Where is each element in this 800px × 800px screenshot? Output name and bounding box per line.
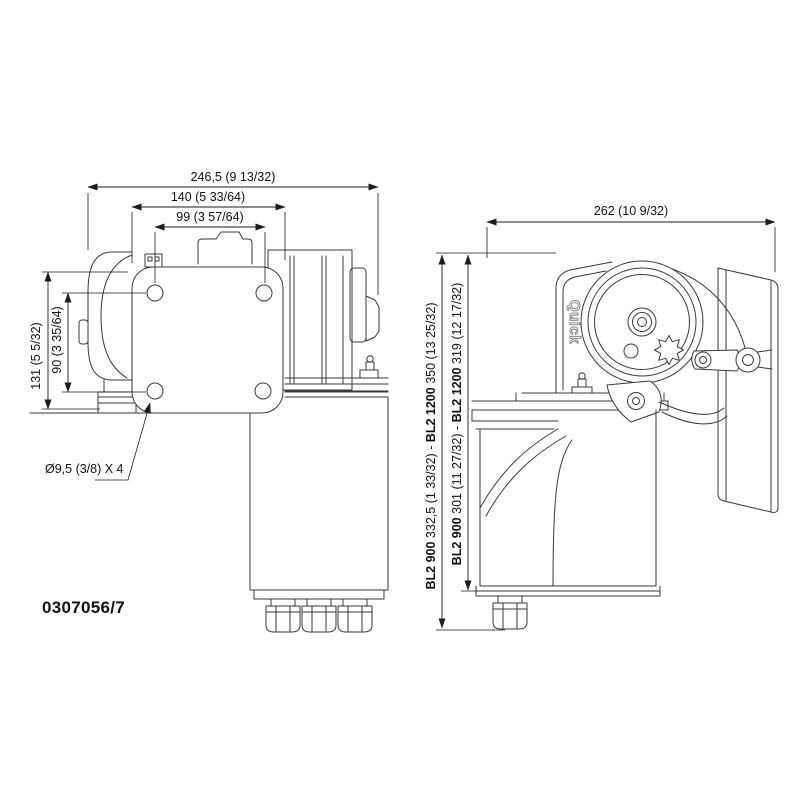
dim-overall-width: 246,5 (9 13/32)	[191, 170, 276, 184]
deck-plate	[717, 267, 779, 513]
side-view-dimensions: 262 (10 9/32) BL2 900 332,5 (1 33/32) - …	[424, 204, 776, 631]
gearbox-housing: Quick	[471, 261, 669, 430]
shaft-stub	[365, 295, 380, 342]
part-number: 0307056/7	[42, 598, 125, 617]
dim-plate-width: 140 (5 33/64)	[171, 190, 245, 204]
gearbox-outline	[267, 249, 389, 392]
bolt-head	[578, 372, 586, 380]
cable-gland	[301, 598, 337, 633]
tension-arm	[691, 347, 773, 373]
cable-gland	[492, 595, 528, 630]
dim-mount-holes-note: Ø9,5 (3/8) X 4	[45, 462, 124, 476]
side-view: Quick	[424, 204, 779, 631]
arm-pivot	[735, 347, 761, 373]
mount-hole	[255, 284, 273, 302]
bolt-head	[366, 355, 374, 363]
cable-gland	[265, 598, 301, 633]
front-view: 246,5 (9 13/32) 140 (5 33/64) 99 (3 57/6…	[29, 170, 389, 633]
top-cover	[144, 231, 253, 268]
mount-hole	[254, 382, 272, 400]
brand-logo: Quick	[566, 300, 583, 344]
cable-gland	[337, 598, 373, 633]
front-view-dimensions: 246,5 (9 13/32) 140 (5 33/64) 99 (3 57/6…	[29, 170, 379, 481]
mounting-plate	[131, 266, 284, 414]
dim-hole-spacing-h: 99 (3 57/64)	[176, 210, 243, 224]
dim-height-body: BL2 900 301 (11 27/32) - BL2 1200 319 (1…	[450, 283, 464, 566]
star-knob	[654, 335, 684, 365]
drum-hole	[623, 343, 639, 359]
dim-hole-spacing-v: 90 (3 35/64)	[50, 306, 64, 373]
mount-hole	[146, 382, 164, 400]
chain-stripper	[606, 380, 728, 425]
dim-height-overall: BL2 900 332,5 (1 33/32) - BL2 1200 350 (…	[424, 302, 438, 589]
dim-height: 131 (5 5/32)	[29, 322, 43, 389]
mount-hole	[146, 284, 164, 302]
gypsy-drum	[580, 260, 704, 384]
dim-side-width: 262 (10 9/32)	[594, 204, 668, 218]
motor-outline	[78, 251, 137, 414]
motor-cylinder-side	[475, 409, 661, 630]
motor-cylinder	[249, 391, 389, 633]
